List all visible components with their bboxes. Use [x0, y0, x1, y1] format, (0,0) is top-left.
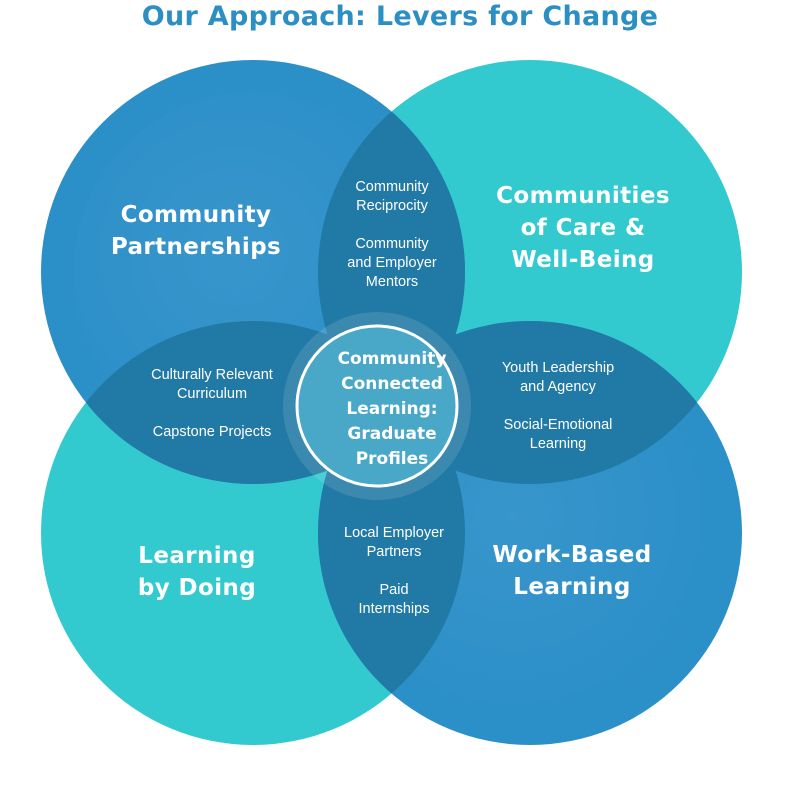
label-local-employer-partners: Local Employer Partners [344, 525, 444, 560]
label-work-based-learning: Work-Based Learning [492, 542, 652, 600]
page-title: Our Approach: Levers for Change [141, 1, 659, 32]
label-community-reciprocity: Community Reciprocity [355, 179, 429, 214]
overlap-right-labels: Youth Leadership and Agency Social-Emoti… [488, 359, 628, 454]
center-circle [295, 324, 459, 488]
label-community-partnerships: Community Partnerships [110, 202, 282, 260]
label-capstone-projects: Capstone Projects [152, 424, 272, 440]
label-social-emotional-learning: Social-Emotional Learning [503, 417, 613, 452]
overlap-top-labels: Community Reciprocity Community and Empl… [322, 178, 462, 292]
label-youth-leadership: Youth Leadership and Agency [501, 360, 615, 395]
overlap-bottom-labels: Local Employer Partners Paid Internships [324, 524, 464, 619]
overlap-left-labels: Culturally Relevant Curriculum Capstone … [132, 366, 292, 442]
label-community-employer-mentors: Community and Employer Mentors [347, 236, 437, 290]
label-center: Community Connected Learning: Graduate P… [337, 349, 447, 469]
label-learning-by-doing: Learning by Doing [137, 543, 257, 601]
label-communities-of-care: Communities of Care & Well-Being [496, 183, 670, 273]
label-culturally-relevant-curriculum: Culturally Relevant Curriculum [151, 367, 273, 402]
label-paid-internships: Paid Internships [358, 582, 430, 617]
